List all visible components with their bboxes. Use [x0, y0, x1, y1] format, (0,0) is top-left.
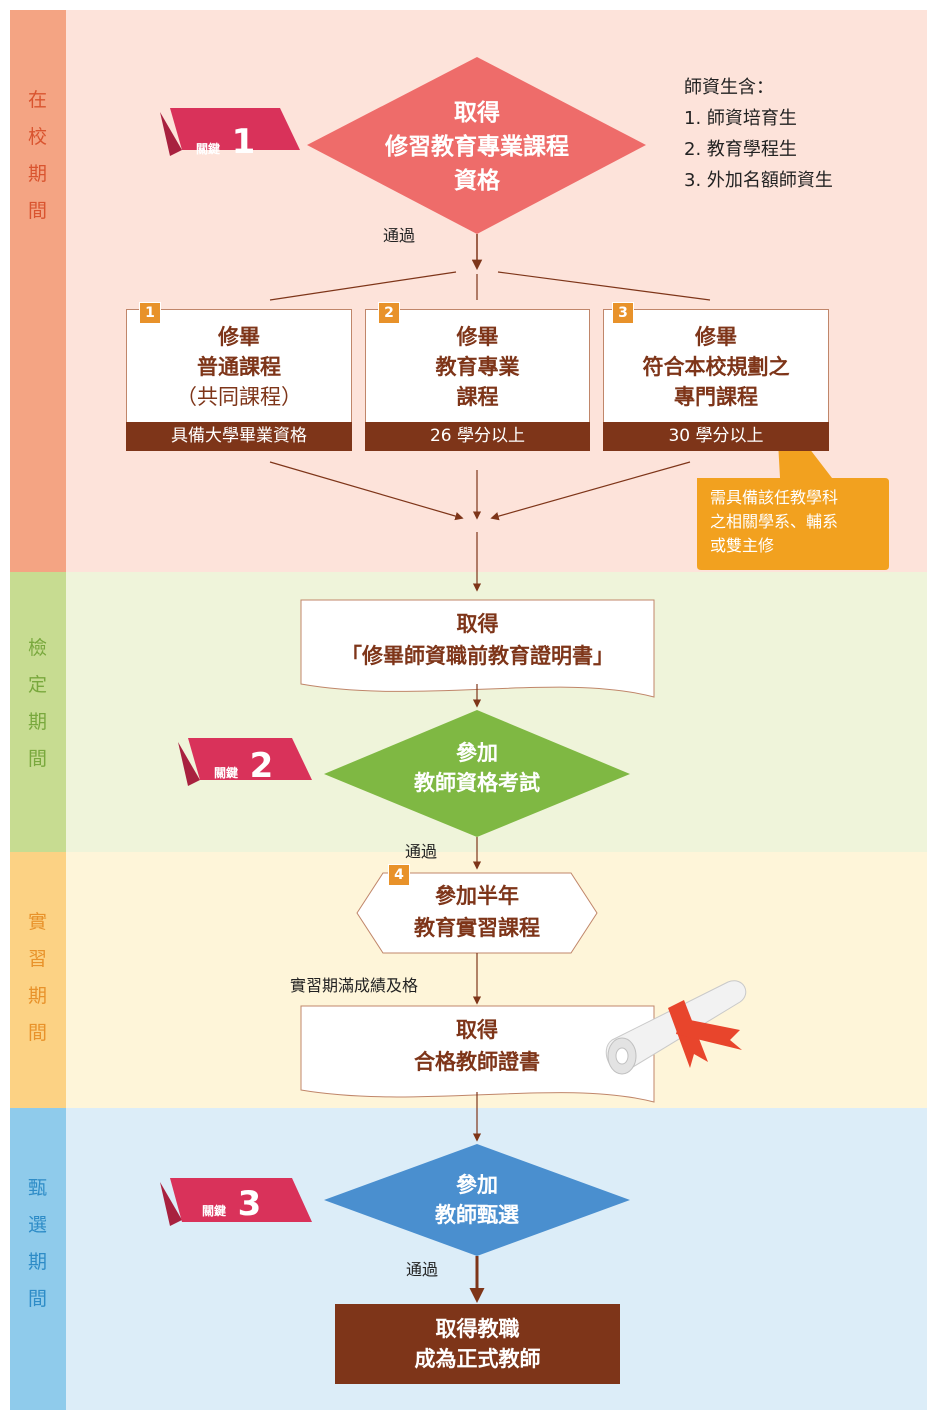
- course-line: 專門課程: [674, 385, 758, 409]
- phase-label-certification: 檢定期間: [28, 637, 49, 770]
- course-line: 修畢: [695, 325, 737, 349]
- key-ribbon-1: [160, 108, 300, 156]
- final-line: 成為正式教師: [414, 1347, 541, 1371]
- step1-line2: 修習教育專業課程: [385, 134, 569, 160]
- diamond-exam: [324, 710, 630, 837]
- key-ribbon-2: [178, 738, 312, 786]
- phase-bar: [10, 852, 66, 1108]
- diamond-step1: [307, 57, 646, 234]
- course-text: 修畢 普通課程 （共同課程）: [127, 322, 351, 412]
- step1-line1: 取得: [454, 100, 500, 126]
- key-number: 1: [231, 122, 256, 162]
- note-item: 2. 教育學程生: [684, 139, 797, 160]
- hexagon-internship: [356, 872, 598, 954]
- certificate-text: 取得 「修畢師資職前教育證明書」: [301, 608, 654, 672]
- diamond-selection: [324, 1144, 630, 1256]
- course-badge: 3: [612, 302, 634, 324]
- key-number: 2: [249, 746, 274, 786]
- callout-shape: [697, 405, 889, 570]
- internship-pass-label: 實習期滿成績及格: [290, 976, 419, 995]
- license-line: 合格教師證書: [414, 1050, 540, 1074]
- phase-label-school: 在校期間: [28, 89, 49, 222]
- key-label-1: 關鍵 1: [196, 122, 255, 162]
- document-certificate: [300, 599, 655, 698]
- license-text: 取得 合格教師證書: [327, 1014, 627, 1078]
- note-item: 3. 外加名額師資生: [684, 170, 833, 191]
- course-line: 修畢: [456, 325, 499, 349]
- final-line: 取得教職: [435, 1317, 520, 1341]
- course-badge: 2: [378, 302, 400, 324]
- course-box-specialty: 3 修畢 符合本校規劃之 專門課程 30 學分以上: [603, 302, 829, 451]
- note-title: 師資生含：: [684, 77, 774, 98]
- final-text: 取得教職 成為正式教師: [335, 1314, 620, 1374]
- course-badge: 1: [139, 302, 161, 324]
- course-footer: 26 學分以上: [365, 422, 590, 451]
- exam-text: 參加 教師資格考試: [377, 738, 577, 798]
- selection-line: 參加: [456, 1173, 498, 1197]
- phase-bar: [10, 1108, 66, 1410]
- step1-text: 取得 修習教育專業課程 資格: [327, 96, 627, 198]
- key-label-3: 關鍵 3: [202, 1184, 261, 1224]
- certificate-line: 「修畢師資職前教育證明書」: [341, 644, 614, 668]
- course-footer: 30 學分以上: [603, 422, 829, 451]
- merge-arrow-right: [490, 461, 691, 521]
- selection-text: 參加 教師甄選: [377, 1170, 577, 1230]
- pass-label-3: 通過: [406, 1260, 439, 1279]
- phase-bar: [10, 572, 66, 852]
- callout-line: 或雙主修: [710, 536, 775, 555]
- internship-badge: 4: [388, 864, 410, 886]
- step1-line3: 資格: [454, 168, 500, 194]
- certificate-line: 取得: [456, 612, 499, 636]
- fork-line-right: [497, 271, 711, 301]
- course-box-education: 2 修畢 教育專業 課程 26 學分以上: [365, 302, 590, 451]
- student-types-note: 師資生含： 1. 師資培育生 2. 教育學程生 3. 外加名額師資生: [684, 72, 833, 196]
- key-ribbon-3: [160, 1178, 312, 1226]
- course-text: 修畢 符合本校規劃之 專門課程: [604, 322, 828, 412]
- course-line: （共同課程）: [176, 385, 302, 409]
- selection-line: 教師甄選: [435, 1203, 519, 1227]
- course-text: 修畢 教育專業 課程: [366, 322, 589, 412]
- final-box: 取得教職 成為正式教師: [335, 1304, 620, 1384]
- pass-label-2: 通過: [405, 842, 438, 861]
- internship-text: 參加半年 教育實習課程: [377, 880, 577, 944]
- callout-text: 需具備該任教學科 之相關學系、輔系 或雙主修: [710, 486, 886, 558]
- document-license: [300, 1005, 655, 1103]
- key-label-2: 關鍵 2: [214, 746, 273, 786]
- course-line: 修畢: [218, 325, 260, 349]
- merge-arrow-left: [269, 461, 464, 521]
- key-word: 關鍵: [214, 766, 239, 780]
- internship-line: 參加半年: [435, 884, 519, 908]
- license-line: 取得: [456, 1018, 498, 1042]
- course-line: 課程: [456, 385, 499, 409]
- fork-line-left: [269, 271, 457, 301]
- internship-line: 教育實習課程: [414, 916, 540, 940]
- note-item: 1. 師資培育生: [684, 108, 797, 129]
- callout-line: 之相關學系、輔系: [710, 512, 839, 531]
- key-number: 3: [237, 1184, 262, 1224]
- course-box-general: 1 修畢 普通課程 （共同課程） 具備大學畢業資格: [126, 302, 352, 451]
- phase-label-internship: 實習期間: [28, 911, 49, 1044]
- key-word: 關鍵: [196, 142, 221, 156]
- exam-line: 參加: [456, 741, 498, 765]
- phase-bar: [10, 10, 66, 572]
- course-line: 符合本校規劃之: [642, 355, 790, 379]
- course-line: 教育專業: [435, 355, 520, 379]
- pass-label-1: 通過: [383, 226, 416, 245]
- callout-line: 需具備該任教學科: [710, 488, 839, 507]
- course-footer: 具備大學畢業資格: [126, 422, 352, 451]
- key-word: 關鍵: [202, 1204, 227, 1218]
- phase-label-selection: 甄選期間: [28, 1177, 49, 1310]
- course-line: 普通課程: [197, 355, 281, 379]
- diploma-scroll-icon: [605, 980, 747, 1075]
- exam-line: 教師資格考試: [414, 771, 540, 795]
